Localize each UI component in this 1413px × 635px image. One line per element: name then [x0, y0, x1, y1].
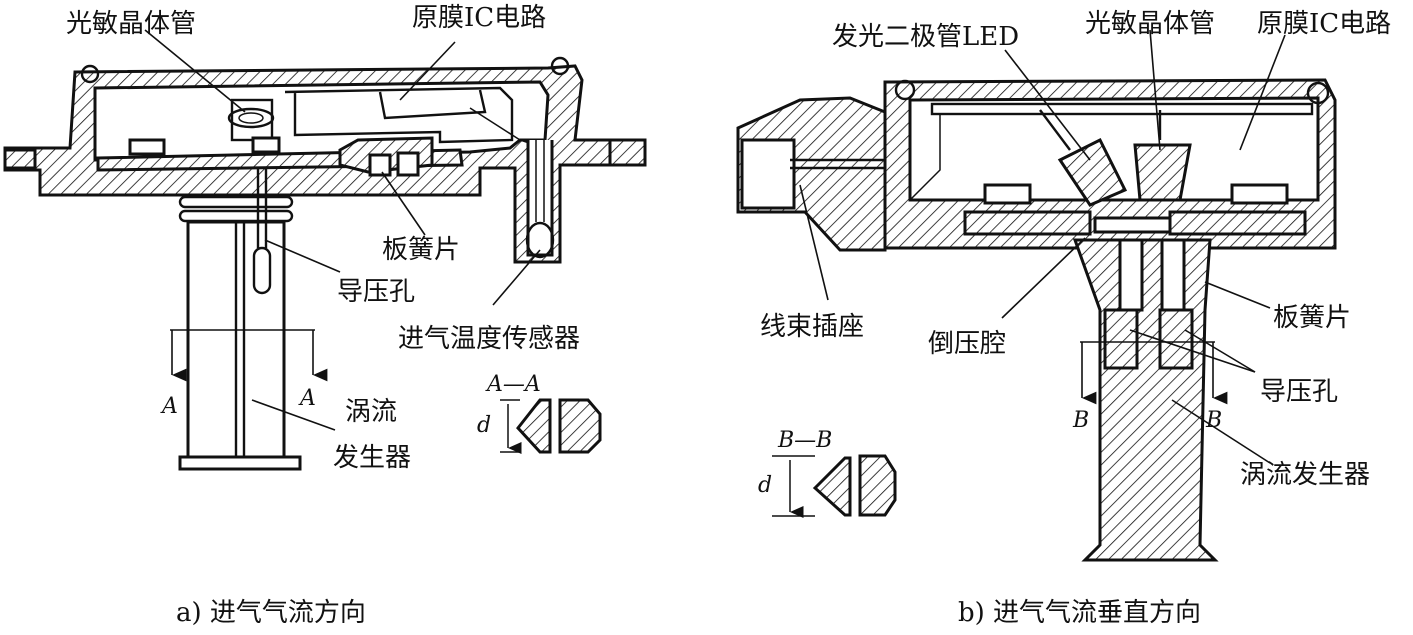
- label-thick-film-ic-b: 原膜IC电路: [1257, 9, 1391, 39]
- label-inverted-pressure-chamber: 倒压腔: [928, 329, 1006, 359]
- label-leaf-spring-a: 板簧片: [382, 235, 460, 265]
- label-vortex-generator-b: 涡流发生器: [1240, 460, 1370, 490]
- vortex-generator-b: [1072, 238, 1219, 562]
- label-intake-temp-sensor: 进气温度传感器: [398, 324, 580, 354]
- section-title-a: A—A: [485, 372, 541, 397]
- section-title-b: B—B: [777, 428, 832, 453]
- dimension-d-a: d: [477, 413, 491, 438]
- label-leaf-spring-b: 板簧片: [1273, 303, 1351, 333]
- diagram-b: 发光二极管LED 光敏晶体管 原膜IC电路 线束插座 倒压腔 板簧片 导压孔 涡…: [736, 9, 1391, 628]
- housing-cavity-b: [908, 96, 1320, 202]
- section-mark-b-left: B: [1072, 408, 1089, 433]
- label-vortex-generator-a-2: 发生器: [333, 443, 411, 473]
- diagram-a: 光敏晶体管 原膜IC电路 板簧片 导压孔 进气温度传感器 涡流 发生器 A A …: [3, 3, 647, 628]
- caption-a: a) 进气气流方向: [176, 598, 366, 628]
- intake-temp-sensor-bulb: [525, 221, 555, 259]
- caption-b: b) 进气气流垂直方向: [958, 598, 1201, 628]
- label-vortex-generator-a-1: 涡流: [345, 397, 397, 427]
- label-phototransistor-a: 光敏晶体管: [66, 9, 196, 39]
- phototransistor-b: [1133, 143, 1192, 202]
- section-mark-a-right: A: [298, 386, 316, 411]
- label-phototransistor-b: 光敏晶体管: [1085, 9, 1215, 39]
- dimension-d-b: d: [758, 473, 772, 498]
- label-harness-connector: 线束插座: [760, 312, 864, 342]
- section-mark-b-right: B: [1205, 408, 1222, 433]
- section-mark-a-left: A: [160, 394, 178, 419]
- label-led: 发光二极管LED: [832, 22, 1019, 52]
- harness-connector: [736, 96, 887, 252]
- led-b: [1057, 137, 1128, 207]
- label-pressure-hole-a: 导压孔: [337, 277, 415, 307]
- label-pressure-holes-b: 导压孔: [1260, 377, 1338, 407]
- label-thick-film-ic-a: 原膜IC电路: [412, 3, 546, 33]
